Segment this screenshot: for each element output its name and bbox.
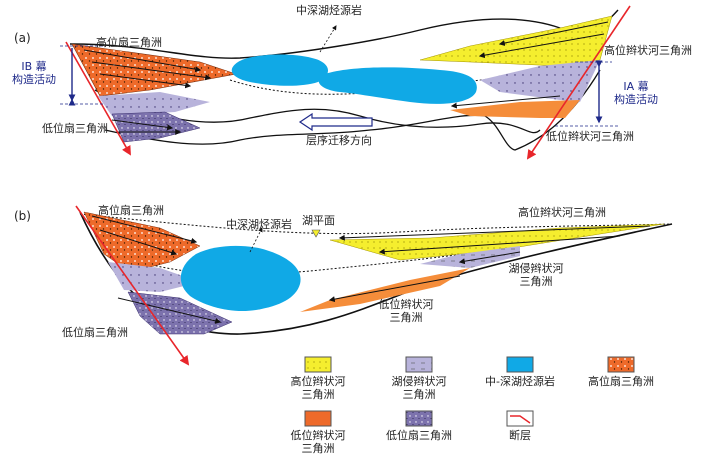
legend-swatch-low-braided — [304, 410, 332, 427]
panel-a-ia-line2: 构造活动 — [614, 93, 658, 106]
panel-b-arrow-2 — [99, 229, 178, 256]
legend-low-braided-label: 低位辫状河 三角洲 — [290, 429, 346, 455]
legend-source-rock-label: 中-深湖烃源岩 — [485, 375, 555, 388]
panel-a-migration-arrow — [298, 112, 373, 132]
legend-swatch-high-braided — [304, 356, 332, 373]
panel-a-base — [104, 69, 601, 151]
panel-a-arrow-3 — [99, 73, 192, 89]
panel-b-high-braided-body — [329, 223, 665, 261]
panel-b-arrow-4 — [338, 225, 651, 241]
panel-a-ib-line2: 构造活动 — [12, 73, 56, 86]
legend-low-fan-label: 低位扇三角洲 — [386, 429, 452, 442]
panel-a-low-fan-label: 低位扇三角洲 — [42, 122, 108, 135]
panel-b-lake-braided-line2: 三角洲 — [519, 275, 553, 288]
panel-a-lake-east — [318, 67, 477, 104]
legend-swatch-source-rock — [506, 356, 534, 373]
legend-source-rock: 中-深湖烃源岩 — [476, 375, 564, 388]
panel-a-low-braided-label: 低位辫状河三角洲 — [546, 130, 634, 143]
panel-a-lake-west — [231, 54, 329, 86]
panel-b-arrow-5 — [378, 235, 621, 255]
panel-a-arrow-6 — [498, 21, 609, 46]
panel-b-arrow-1 — [91, 215, 198, 244]
panel-b-lake-braided-label: 湖侵辫状河 三角洲 — [496, 262, 576, 288]
legend-fault-glyph — [510, 415, 531, 424]
legend-low-braided: 低位辫状河 三角洲 — [283, 429, 353, 455]
legend-swatch-lake-braided — [405, 356, 433, 373]
panel-b-lake-level-label: 湖平面 — [302, 214, 335, 227]
panel-a-arrow-2 — [91, 61, 212, 81]
panel-a-fault-right — [526, 5, 631, 160]
panel-a-tag: (a) — [14, 31, 31, 45]
panel-b-source-rock-label: 中深湖烃源岩 — [226, 218, 292, 231]
legend-low-fan: 低位扇三角洲 — [378, 429, 460, 442]
panel-b-arrow-3 — [117, 297, 222, 324]
legend-swatches — [304, 356, 635, 427]
panel-a-high-fan-label: 高位扇三角洲 — [96, 36, 162, 49]
panel-b-low-braided-label: 低位辫状河 三角洲 — [366, 298, 446, 324]
panel-a-fault-left — [65, 41, 131, 156]
legend-lake-braided-label: 湖侵辫状河 三角洲 — [391, 375, 447, 401]
panel-b-fault — [75, 205, 190, 366]
legend-fault-label: 断层 — [509, 429, 531, 442]
panel-a-high-braided-label: 高位辫状河三角洲 — [604, 44, 692, 57]
legend-swatch-low-fan — [405, 410, 433, 427]
legend-high-braided-label: 高位辫状河 三角洲 — [290, 375, 346, 401]
panel-b-tag: (b) — [14, 209, 31, 223]
panel-b-source-leader — [249, 227, 263, 253]
panel-b-arrow-7 — [328, 275, 461, 303]
panel-b-high-fan-label: 高位扇三角洲 — [98, 204, 164, 217]
panel-a-lower-surface — [94, 89, 541, 134]
panel-a-low-braided-body — [450, 100, 580, 118]
panel-b — [75, 205, 673, 366]
panel-a-source-leader — [319, 25, 337, 53]
panel-a-arrow-4 — [111, 119, 174, 131]
panel-a-low-fan-body — [111, 111, 201, 143]
panel-a-arrow-7 — [478, 33, 605, 59]
panel-a-arrow-8 — [450, 95, 561, 109]
panel-a-ia-label: IA 幕 构造活动 — [606, 80, 666, 106]
panel-a-migration-label: 层序迁移方向 — [306, 134, 372, 147]
panel-a-source-rock-label: 中深湖烃源岩 — [296, 4, 362, 17]
panel-a-arrow-1 — [83, 49, 202, 73]
panel-b-mid-surface — [139, 245, 521, 275]
panel-b-lake-braided-body — [420, 246, 520, 268]
legend-lake-braided: 湖侵辫状河 三角洲 — [384, 375, 454, 401]
legend-swatch-fault — [506, 410, 534, 427]
legend-swatch-high-fan — [607, 356, 635, 373]
panel-b-high-braided-label: 高位辫状河三角洲 — [518, 206, 606, 219]
panel-b-lake-braided-line1: 湖侵辫状河 — [508, 262, 564, 275]
panel-a-ib-line1: IB 幕 — [21, 60, 47, 73]
legend-fault: 断层 — [490, 429, 550, 442]
panel-b-low-fan-label: 低位扇三角洲 — [62, 326, 128, 339]
panel-b-low-braided-line1: 低位辫状河 — [378, 298, 434, 311]
legend-high-fan: 高位扇三角洲 — [580, 375, 662, 388]
panel-a — [60, 5, 631, 160]
panel-b-lake-level — [79, 213, 673, 235]
panel-b-lake-level-marker — [311, 229, 321, 238]
legend-high-fan-label: 高位扇三角洲 — [588, 375, 654, 388]
panel-a-ib-label: IB 幕 构造活动 — [4, 60, 64, 86]
panel-a-lilac-wedge-left — [98, 92, 210, 116]
panel-a-lilac-wedge-right — [480, 60, 600, 102]
panel-b-low-braided-line2: 三角洲 — [389, 311, 423, 324]
panel-b-lake — [180, 245, 301, 312]
panel-a-ia-line1: IA 幕 — [623, 80, 649, 93]
panel-b-arrow-6 — [458, 251, 521, 265]
legend-high-braided: 高位辫状河 三角洲 — [283, 375, 353, 401]
